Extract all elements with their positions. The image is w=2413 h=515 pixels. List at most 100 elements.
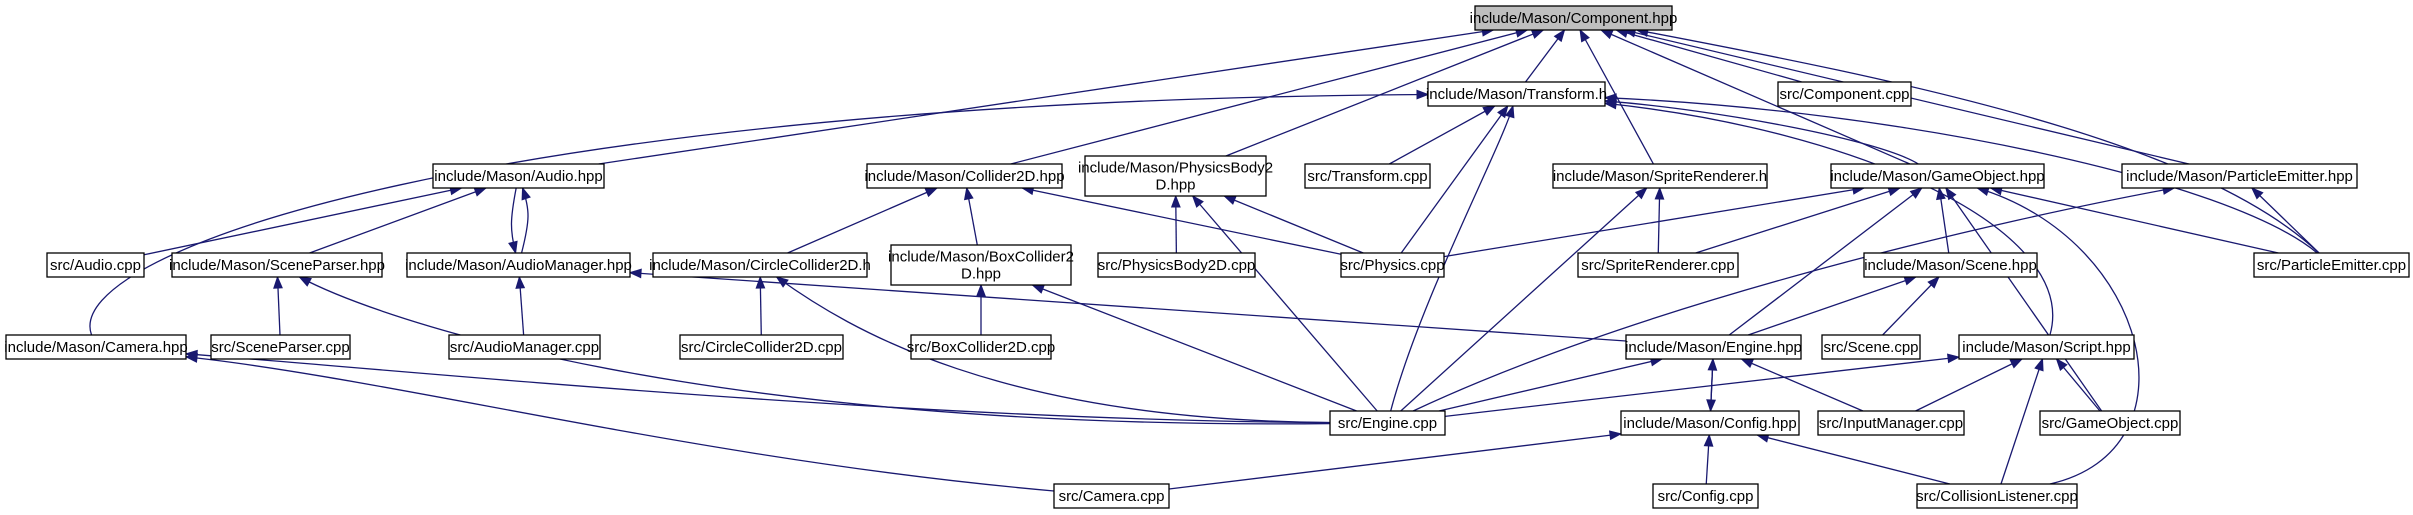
node-camera-cpp[interactable]: src/Camera.cpp bbox=[1053, 483, 1170, 509]
edge-line-44 bbox=[1032, 284, 1357, 412]
node-box bbox=[2039, 410, 2181, 436]
edge-engine_cpp-to-particleemitter_hpp bbox=[1412, 185, 2176, 412]
node-component-hpp[interactable]: include/Mason/Component.hpp bbox=[1470, 5, 1678, 31]
node-physics-cpp[interactable]: src/Physics.cpp bbox=[1340, 252, 1445, 278]
node-collider2d-hpp[interactable]: include/Mason/Collider2D.hpp bbox=[864, 163, 1065, 189]
node-boxcollider2d-hpp[interactable]: include/Mason/BoxCollider2D.hpp bbox=[888, 244, 1074, 286]
edge-arrowhead-14 bbox=[1603, 93, 1617, 104]
edge-engine_cpp-to-physicsbody2d_hpp bbox=[1191, 194, 1378, 412]
node-label: include/Mason/Camera.hpp bbox=[4, 339, 187, 356]
edge-line-53 bbox=[1444, 356, 1960, 418]
edge-line-51 bbox=[1741, 358, 1864, 412]
edge-line-12 bbox=[1390, 105, 1514, 412]
edge-line-47 bbox=[185, 353, 1331, 424]
node-spriterenderer-h[interactable]: include/Mason/SpriteRenderer.h bbox=[1552, 163, 1768, 189]
node-physicsbody2d-cpp[interactable]: src/PhysicsBody2D.cpp bbox=[1097, 252, 1256, 278]
edge-engine_cpp-to-script_hpp bbox=[1444, 353, 1961, 418]
edge-arrowhead-27 bbox=[1634, 187, 1648, 200]
node-engine-hpp[interactable]: include/Mason/Engine.hpp bbox=[1625, 334, 1802, 360]
edge-transform_h-to-component_hpp bbox=[1524, 28, 1566, 83]
node-collisionlistener-cpp[interactable]: src/CollisionListener.cpp bbox=[1916, 483, 2078, 509]
node-particleemitter-cpp[interactable]: src/ParticleEmitter.cpp bbox=[2253, 252, 2410, 278]
node-label: include/Mason/Audio.hpp bbox=[434, 168, 602, 185]
edge-line-22 bbox=[1022, 187, 1342, 255]
edge-line-29 bbox=[1695, 187, 1901, 254]
edge-arrowhead-56 bbox=[2034, 357, 2044, 372]
edge-line-59 bbox=[1757, 434, 1950, 485]
node-box bbox=[1552, 163, 1768, 189]
node-box bbox=[679, 334, 844, 360]
edge-arrowhead-19 bbox=[508, 240, 518, 255]
node-script-hpp[interactable]: include/Mason/Script.hpp bbox=[1958, 334, 2135, 360]
edge-inputmanager_cpp-to-script_hpp bbox=[1915, 358, 2024, 412]
node-sceneparser-hpp[interactable]: include/Mason/SceneParser.hpp bbox=[169, 252, 385, 278]
edge-line-31 bbox=[1728, 187, 1923, 336]
edge-arrowhead-37 bbox=[273, 275, 283, 289]
edge-engine_cpp-to-boxcollider2d_hpp bbox=[1031, 284, 1357, 412]
edge-line-35 bbox=[2251, 187, 2320, 254]
node-circlecollider2d-cpp[interactable]: src/CircleCollider2D.cpp bbox=[679, 334, 844, 360]
node-audiomanager-cpp[interactable]: src/AudioManager.cpp bbox=[448, 334, 601, 360]
edges-layer bbox=[89, 26, 2320, 492]
node-transform-cpp[interactable]: src/Transform.cpp bbox=[1304, 163, 1431, 189]
node-config-hpp[interactable]: include/Mason/Config.hpp bbox=[1620, 410, 1800, 436]
edge-arrowhead-11 bbox=[1497, 104, 1509, 119]
node-label: src/BoxCollider2D.cpp bbox=[907, 339, 1055, 356]
edge-line-46 bbox=[1882, 276, 1940, 336]
edge-camera_cpp-to-camera_hpp bbox=[184, 353, 1055, 492]
edge-boxcollider2d_cpp-to-boxcollider2d_hpp bbox=[976, 283, 986, 335]
edge-arrowhead-51 bbox=[1740, 358, 1755, 369]
node-scene-hpp[interactable]: include/Mason/Scene.hpp bbox=[1863, 252, 2038, 278]
edge-arrowhead-4 bbox=[1530, 29, 1545, 39]
node-inputmanager-cpp[interactable]: src/InputManager.cpp bbox=[1817, 410, 1965, 436]
node-audio-cpp[interactable]: src/Audio.cpp bbox=[46, 252, 145, 278]
node-box bbox=[890, 244, 1072, 286]
node-config-cpp[interactable]: src/Config.cpp bbox=[1652, 483, 1759, 509]
edge-arrowhead-30 bbox=[1936, 186, 1946, 201]
edge-arrowhead-44 bbox=[1031, 284, 1045, 294]
node-label: src/Engine.cpp bbox=[1338, 415, 1437, 432]
edge-line-13 bbox=[1604, 100, 1919, 165]
edge-collisionlistener_cpp-to-config_hpp bbox=[1755, 433, 1950, 485]
edge-inputmanager_cpp-to-engine_hpp bbox=[1740, 358, 1864, 412]
node-camera-hpp[interactable]: include/Mason/Camera.hpp bbox=[4, 334, 188, 360]
edge-line-10 bbox=[1388, 105, 1496, 165]
edge-sceneparser_hpp-to-audio_hpp bbox=[309, 187, 488, 254]
edge-gameobject_cpp-to-gameobject_hpp bbox=[1945, 186, 2103, 412]
node-label: src/Transform.cpp bbox=[1307, 168, 1427, 185]
edge-line-4 bbox=[1225, 29, 1544, 157]
node-label: src/CircleCollider2D.cpp bbox=[681, 339, 842, 356]
edge-line-54 bbox=[1915, 358, 2023, 412]
node-sceneparser-cpp[interactable]: src/SceneParser.cpp bbox=[210, 334, 351, 360]
node-box bbox=[2253, 252, 2410, 278]
node-label: include/Mason/SceneParser.hpp bbox=[169, 257, 385, 274]
node-label: D.hpp bbox=[1155, 177, 1195, 194]
node-engine-cpp[interactable]: src/Engine.cpp bbox=[1329, 410, 1446, 436]
node-boxcollider2d-cpp[interactable]: src/BoxCollider2D.cpp bbox=[907, 334, 1055, 360]
edge-engine_cpp-to-transform_h bbox=[1390, 104, 1515, 412]
node-spriterenderer-cpp[interactable]: src/SpriteRenderer.cpp bbox=[1577, 252, 1739, 278]
node-gameobject-hpp[interactable]: include/Mason/GameObject.hpp bbox=[1830, 163, 2045, 189]
edge-arrowhead-21 bbox=[963, 186, 974, 201]
node-audiomanager-hpp[interactable]: include/Mason/AudioManager.hpp bbox=[405, 252, 632, 278]
node-gameobject-cpp[interactable]: src/GameObject.cpp bbox=[2039, 410, 2181, 436]
node-scene-cpp[interactable]: src/Scene.cpp bbox=[1821, 334, 1921, 360]
node-physicsbody2d-hpp[interactable]: include/Mason/PhysicsBody2D.hpp bbox=[1078, 155, 1273, 197]
node-label: src/SceneParser.cpp bbox=[211, 339, 349, 356]
node-component-cpp[interactable]: src/Component.cpp bbox=[1777, 81, 1912, 107]
node-label: src/ParticleEmitter.cpp bbox=[2257, 257, 2406, 274]
node-particleemitter-hpp[interactable]: include/Mason/ParticleEmitter.hpp bbox=[2121, 163, 2358, 189]
node-transform-h[interactable]: include/Mason/Transform.h bbox=[1426, 81, 1607, 107]
edge-particleemitter_cpp-to-gameobject_hpp bbox=[1989, 185, 2279, 254]
edge-circlecollider2d_h-to-collider2d_hpp bbox=[787, 187, 939, 254]
node-audio-hpp[interactable]: include/Mason/Audio.hpp bbox=[432, 163, 605, 189]
edge-arrowhead-10 bbox=[1482, 105, 1496, 116]
node-circlecollider2d-h[interactable]: include/Mason/CircleCollider2D.h bbox=[649, 252, 871, 278]
node-label: include/Mason/GameObject.hpp bbox=[1830, 168, 2044, 185]
node-label: include/Mason/BoxCollider2 bbox=[888, 249, 1074, 266]
node-box bbox=[2121, 163, 2358, 189]
edge-spriterenderer_cpp-to-spriterenderer_h bbox=[1654, 186, 1665, 254]
node-box bbox=[448, 334, 601, 360]
node-label: include/Mason/Config.hpp bbox=[1623, 415, 1796, 432]
node-label: include/Mason/PhysicsBody2 bbox=[1078, 160, 1273, 177]
